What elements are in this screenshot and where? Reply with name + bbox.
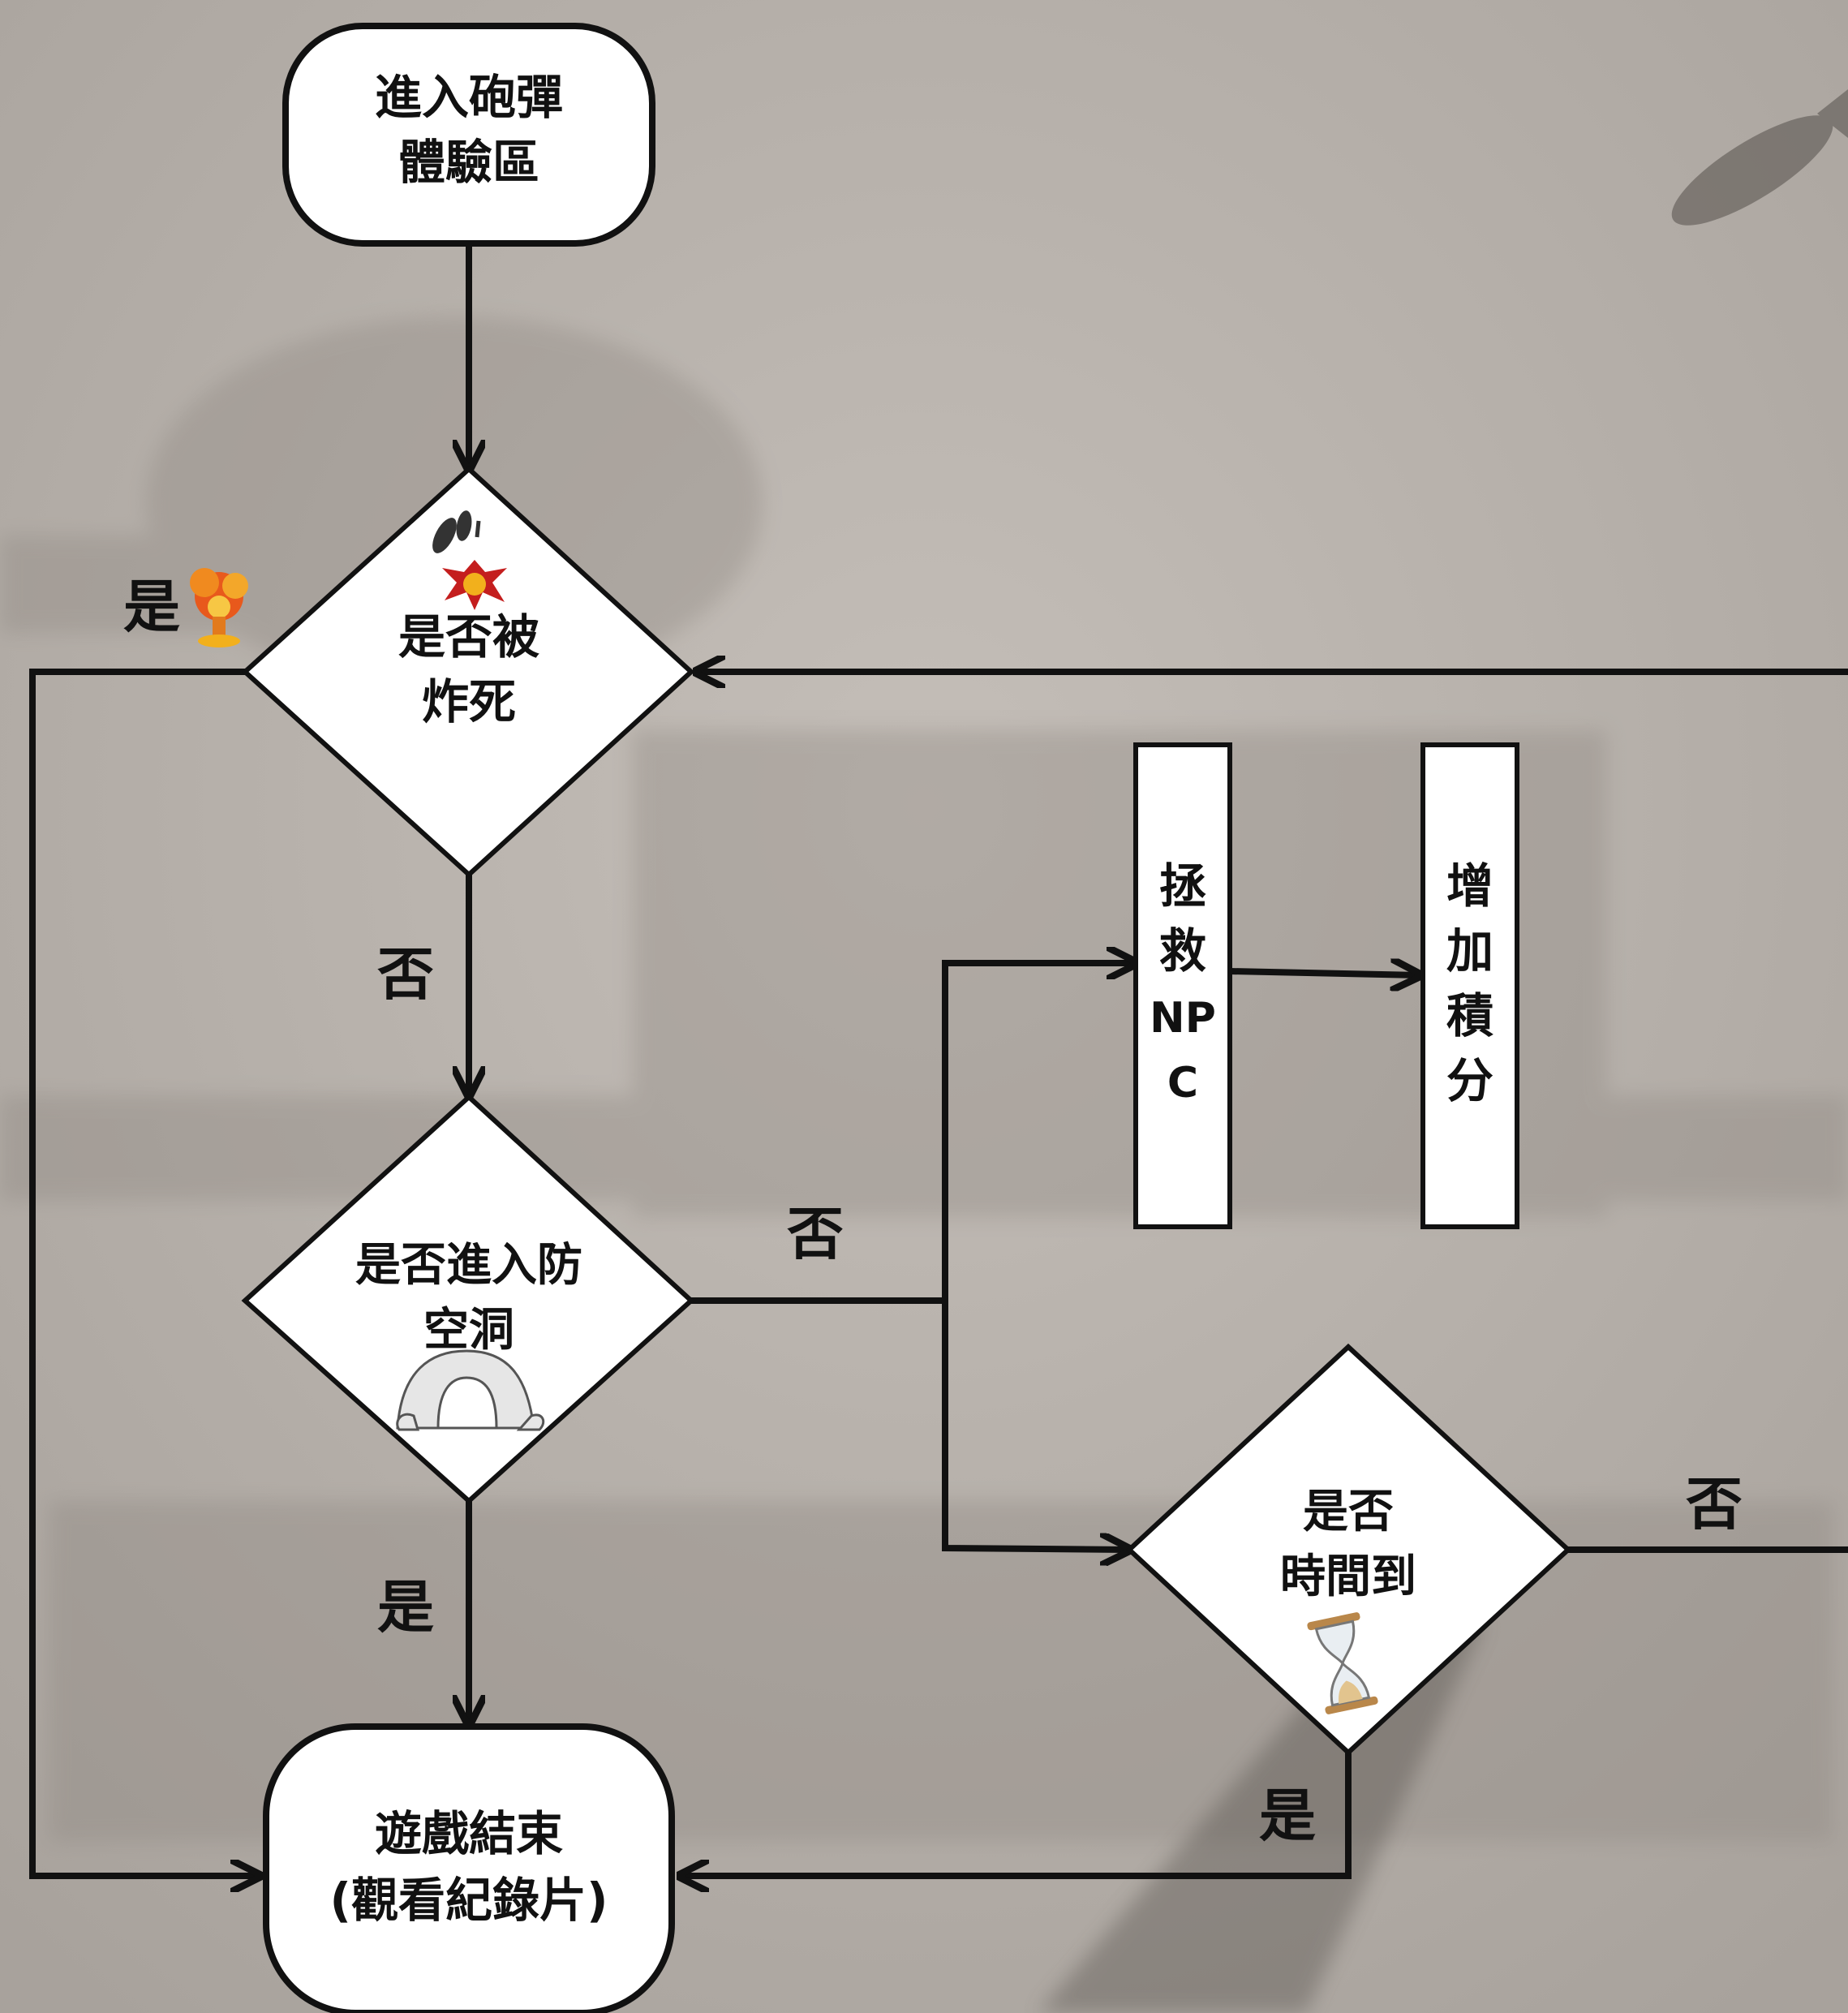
label-shelter-no: 否 <box>787 1201 844 1267</box>
label-bombed-no: 否 <box>377 941 434 1008</box>
node-shelter-line-1: 是否進入防 <box>355 1239 582 1292</box>
node-rescue-npc: 拯 救 NP C <box>1133 742 1232 1229</box>
node-points-line-3: 積 <box>1446 988 1493 1043</box>
node-points-line-1: 增 <box>1446 858 1493 914</box>
node-bombed-decision: 是否被 炸死 <box>241 465 695 879</box>
edge-rescue-to-points <box>1229 971 1420 975</box>
node-bombed-line-1: 是否被 <box>398 609 539 665</box>
node-time-line-2: 時間到 <box>1280 1551 1416 1603</box>
edge-bombed-yes <box>29 669 260 1876</box>
node-start: 進入砲彈 體驗區 <box>282 23 655 247</box>
node-start-line-1: 進入砲彈 <box>375 70 563 125</box>
label-time-no: 否 <box>1686 1471 1743 1538</box>
node-points-line-4: 分 <box>1446 1053 1493 1108</box>
edge-branch-to-rescue <box>942 963 1136 1301</box>
edge-time-yes <box>680 1753 1352 1876</box>
falling-bombs-explosion-icon <box>432 510 507 610</box>
label-shelter-yes: 是 <box>377 1574 434 1641</box>
node-shelter-line-2: 空洞 <box>423 1304 514 1357</box>
node-add-points: 增 加 積 分 <box>1420 742 1519 1229</box>
node-rescue-line-3: NP <box>1150 994 1216 1043</box>
node-end-line-1: 遊戲結束 <box>375 1806 563 1861</box>
node-time-decision: 是否 時間到 <box>1125 1343 1572 1757</box>
node-points-line-2: 加 <box>1446 923 1493 979</box>
explosion-icon <box>190 568 248 647</box>
node-shelter-decision: 是否進入防 空洞 <box>241 1093 695 1505</box>
node-time-line-1: 是否 <box>1303 1486 1394 1538</box>
cave-icon <box>396 1349 545 1431</box>
node-rescue-line-1: 拯 <box>1159 858 1206 914</box>
label-bombed-yes: 是 <box>123 574 180 640</box>
node-end-line-2: (觀看紀錄片) <box>329 1873 608 1928</box>
node-rescue-line-4: C <box>1167 1059 1198 1108</box>
label-time-yes: 是 <box>1259 1783 1316 1849</box>
edge-branch-to-time <box>942 1301 1129 1550</box>
node-bombed-line-2: 炸死 <box>422 674 516 729</box>
node-start-line-2: 體驗區 <box>398 135 539 190</box>
node-rescue-line-2: 救 <box>1159 923 1206 979</box>
hourglass-icon <box>1307 1612 1378 1714</box>
node-end: 遊戲結束 (觀看紀錄片) <box>263 1723 675 2013</box>
bomb-silhouette <box>1671 89 1848 226</box>
